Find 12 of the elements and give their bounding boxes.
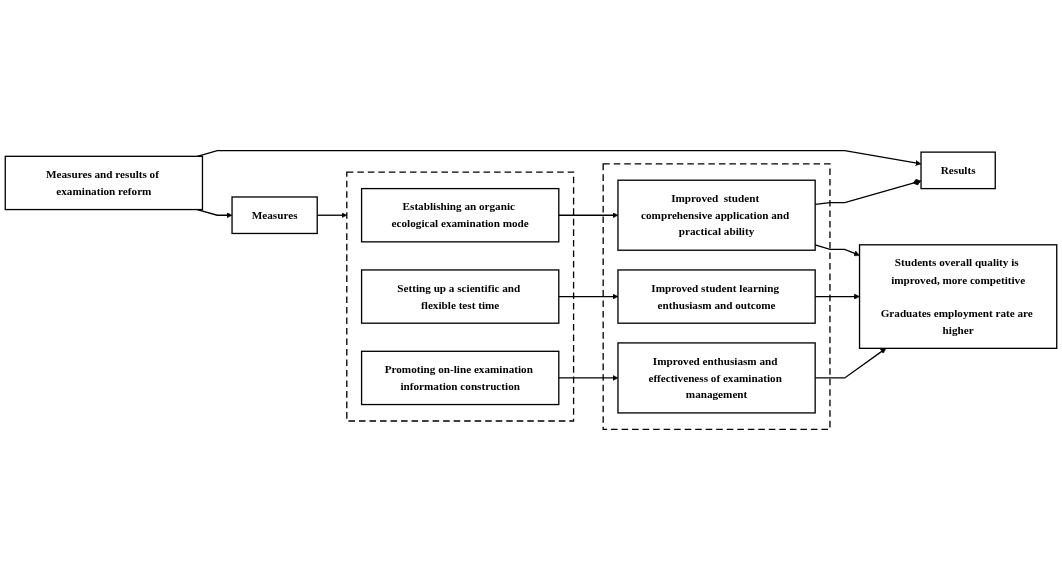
node-box — [4, 155, 204, 211]
node-box — [360, 350, 560, 406]
node-box — [858, 244, 1058, 349]
node-box — [231, 196, 318, 235]
node-box — [360, 269, 560, 324]
node-box — [617, 342, 816, 414]
node-box — [360, 187, 560, 243]
node-box — [617, 269, 816, 324]
node-box — [617, 179, 816, 251]
node-box — [920, 151, 996, 190]
cluster — [346, 171, 575, 422]
cluster — [602, 163, 831, 430]
